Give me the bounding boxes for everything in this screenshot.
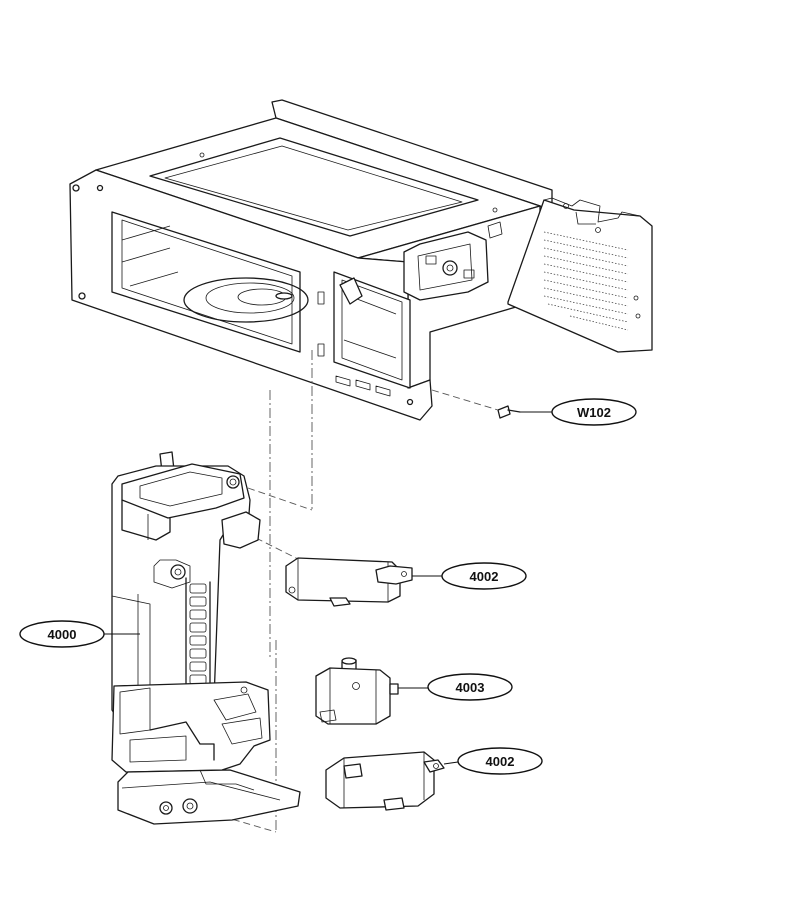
micro-switch-4002-upper	[285, 557, 413, 607]
callout-w102: W102	[520, 398, 637, 426]
callout-oval	[441, 562, 527, 590]
callout-4002-upper: 4002	[412, 562, 527, 590]
callout-oval	[457, 747, 543, 775]
callout-oval	[551, 398, 637, 426]
callout-oval	[19, 620, 105, 648]
callout-label: W102	[577, 405, 611, 420]
callout-4002-lower: 4002	[443, 747, 543, 775]
callout-4000: 4000	[19, 620, 140, 648]
latch-holder-4000	[111, 451, 301, 825]
callout-label: 4002	[486, 754, 515, 769]
cavity-assembly	[69, 99, 553, 421]
callout-oval	[427, 673, 513, 701]
right-grille-panel	[507, 197, 653, 353]
callout-4003: 4003	[398, 673, 513, 701]
screw-w102	[497, 405, 521, 419]
micro-switch-4002-lower	[325, 751, 445, 811]
callout-label: 4003	[456, 680, 485, 695]
callout-label: 4000	[48, 627, 77, 642]
micro-switch-4003	[315, 657, 399, 725]
callout-label: 4002	[470, 569, 499, 584]
